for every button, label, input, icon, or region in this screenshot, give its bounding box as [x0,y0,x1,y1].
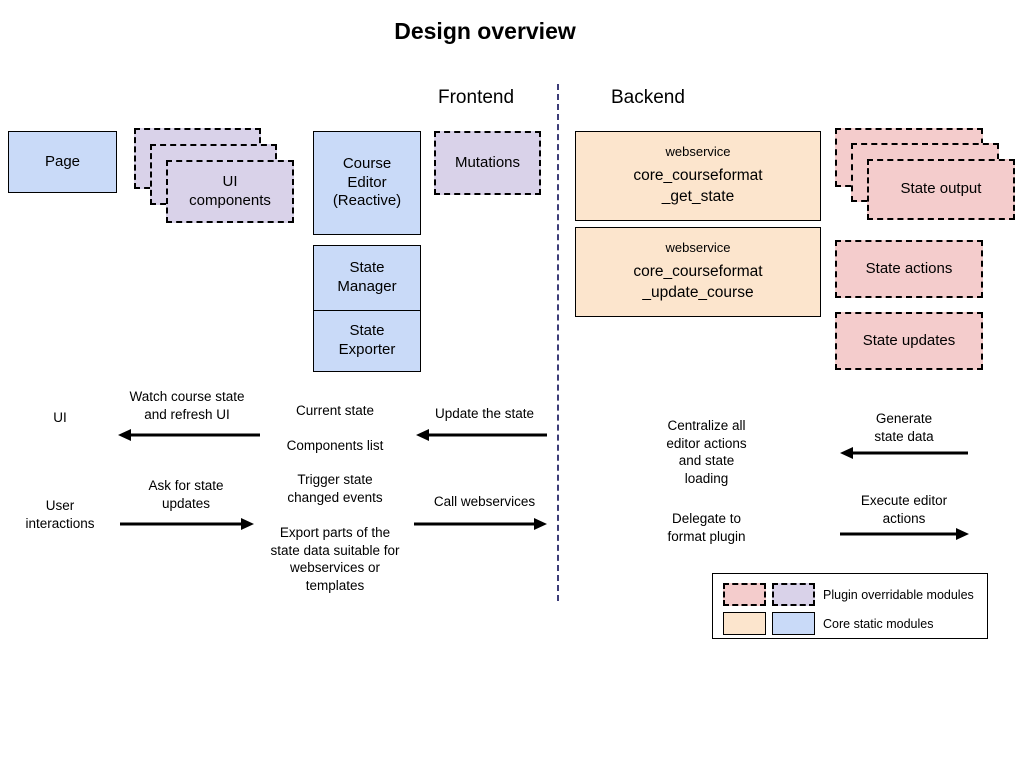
update-course-line2: _update_course [642,283,754,301]
update-the-state-label: Update the state [434,406,535,421]
state-actions-box: State actions [835,240,983,298]
ui-label: UI [53,410,67,425]
legend-plugin-overridable-label: Plugin overridable modules [823,587,974,602]
arrowhead-left-icon [118,428,131,441]
arrow-execute-actions [840,527,969,540]
webservice-tag: webservice [665,240,731,256]
diagram-title: Design overview [394,18,576,44]
webservice-get-state-box: webservice core_courseformat _get_state [575,131,821,221]
state-manager-box: State Manager [313,245,421,311]
watch-course-state-label: Watch course state and refresh UI [129,389,245,422]
current-state-label: Current state [295,403,375,418]
arrow-refresh-ui [118,428,260,441]
user-interactions-label: User interactions [25,498,95,531]
frontend-backend-divider [557,84,559,601]
arrowhead-left-icon [840,446,853,459]
state-actions-label: State actions [865,259,953,277]
delegate-to-plugin-label: Delegate to format plugin [667,511,746,544]
arrow-ask-updates [120,517,254,530]
legend-core-static-label: Core static modules [823,616,934,631]
generate-state-data-label: Generate state data [874,411,934,444]
arrowhead-right-icon [956,527,969,540]
ui-components-box: UI components [166,160,294,223]
state-exporter-label: State Exporter [338,322,396,358]
export-parts-label: Export parts of the state data suitable … [270,525,400,593]
state-manager-label: State Manager [337,259,397,295]
course-editor-label: Course Editor (Reactive) [332,154,402,210]
webservice-update-course-box: webservice core_courseformat _update_cou… [575,227,821,317]
arrow-update-state [416,428,547,441]
state-exporter-box: State Exporter [313,310,421,372]
backend-label: Backend [611,87,685,108]
state-output-label: State output [900,180,982,198]
trigger-state-changed-label: Trigger state changed events [287,472,383,505]
update-course-line1: core_courseformat [633,262,763,280]
legend-swatch-peach-solid [723,612,766,635]
legend-swatch-blue-solid [772,612,815,635]
arrowhead-right-icon [241,517,254,530]
ui-components-label: UI components [189,172,271,209]
state-output-box: State output [867,159,1015,220]
arrowhead-right-icon [534,517,547,530]
mutations-box: Mutations [434,131,541,195]
call-webservices-label: Call webservices [433,494,536,509]
course-editor-box: Course Editor (Reactive) [313,131,421,235]
page-box-label: Page [44,152,81,170]
state-updates-label: State updates [862,331,956,349]
ask-for-state-updates-label: Ask for state updates [148,478,224,511]
execute-editor-actions-label: Execute editor actions [860,493,948,526]
mutations-label: Mutations [454,153,521,171]
webservice-tag: webservice [665,144,731,160]
arrow-generate-state [840,446,968,459]
arrow-call-webservices [414,517,547,530]
legend-swatch-purple-dashed [772,583,815,606]
frontend-label: Frontend [438,87,515,108]
page-box: Page [8,131,117,193]
get-state-line2: _get_state [661,187,735,205]
legend-swatch-pink-dashed [723,583,766,606]
get-state-line1: core_courseformat [633,166,763,184]
legend: Plugin overridable modules Core static m… [712,573,988,639]
components-list-label: Components list [286,438,384,453]
centralize-actions-label: Centralize all editor actions and state … [666,418,747,486]
state-updates-box: State updates [835,312,983,370]
arrowhead-left-icon [416,428,429,441]
